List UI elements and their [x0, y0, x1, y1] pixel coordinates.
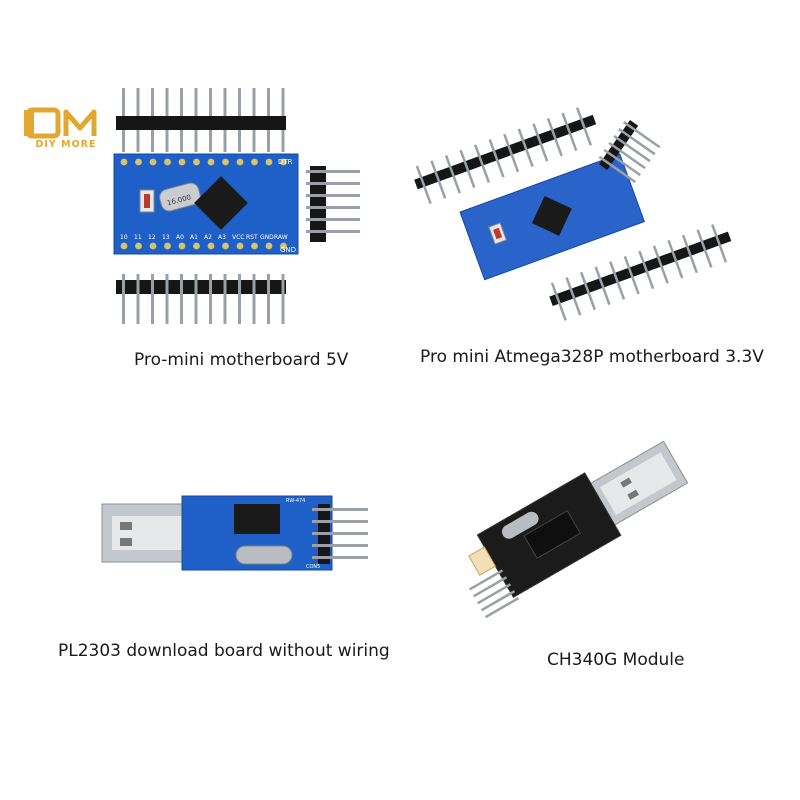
crystal-pl2303 — [235, 545, 293, 565]
atmega-chip-33 — [531, 195, 572, 236]
ch340g-image — [468, 440, 689, 619]
crystal — [159, 182, 201, 212]
pl2303-conn: CON5 — [306, 564, 320, 570]
pin-label: VCC — [232, 234, 244, 241]
pin-label: A2 — [204, 234, 212, 241]
caption-ch340g: CH340G Module — [547, 650, 685, 670]
pin-label: RAW — [274, 234, 288, 241]
caption-pl2303: PL2303 download board without wiring — [58, 641, 390, 661]
pin-label: RST — [246, 234, 258, 241]
top-pin-header-33 — [414, 107, 597, 205]
pin-label: A0 — [176, 234, 184, 241]
pin-label: 13 — [162, 234, 170, 241]
caption-promini-5v: Pro-mini motherboard 5V — [134, 350, 349, 370]
pin-label: 12 — [148, 234, 156, 241]
ch340-chip — [523, 510, 582, 559]
top-pin-header — [116, 88, 286, 152]
gnd-label: GND — [280, 246, 296, 254]
dtr-label: DTR — [278, 158, 293, 166]
pl2303-image: RW-474 CON5 — [101, 495, 368, 571]
diymore-logo-text: DIY MORE — [35, 139, 97, 150]
pl2303-header — [312, 504, 368, 564]
caption-promini-33v: Pro mini Atmega328P motherboard 3.3V — [420, 347, 764, 367]
pl2303-tag: RW-474 — [286, 498, 305, 504]
crystal-ch340 — [502, 511, 539, 539]
small-header-33 — [598, 120, 661, 184]
diymore-logo — [24, 107, 97, 139]
pin-label: GND — [260, 234, 274, 241]
atmega-chip — [194, 176, 248, 230]
right-angle-header — [306, 166, 360, 242]
pin-label: A3 — [218, 234, 226, 241]
pin-label: A1 — [190, 234, 198, 241]
bottom-pin-header-33 — [549, 224, 732, 321]
pl2303-chip — [234, 504, 280, 534]
bottom-pin-header — [116, 274, 286, 324]
voltage-jumper — [468, 546, 497, 576]
pin-label: 11 — [134, 234, 142, 241]
promini-33v-image — [414, 107, 732, 321]
pin-label: 10 — [120, 234, 128, 241]
